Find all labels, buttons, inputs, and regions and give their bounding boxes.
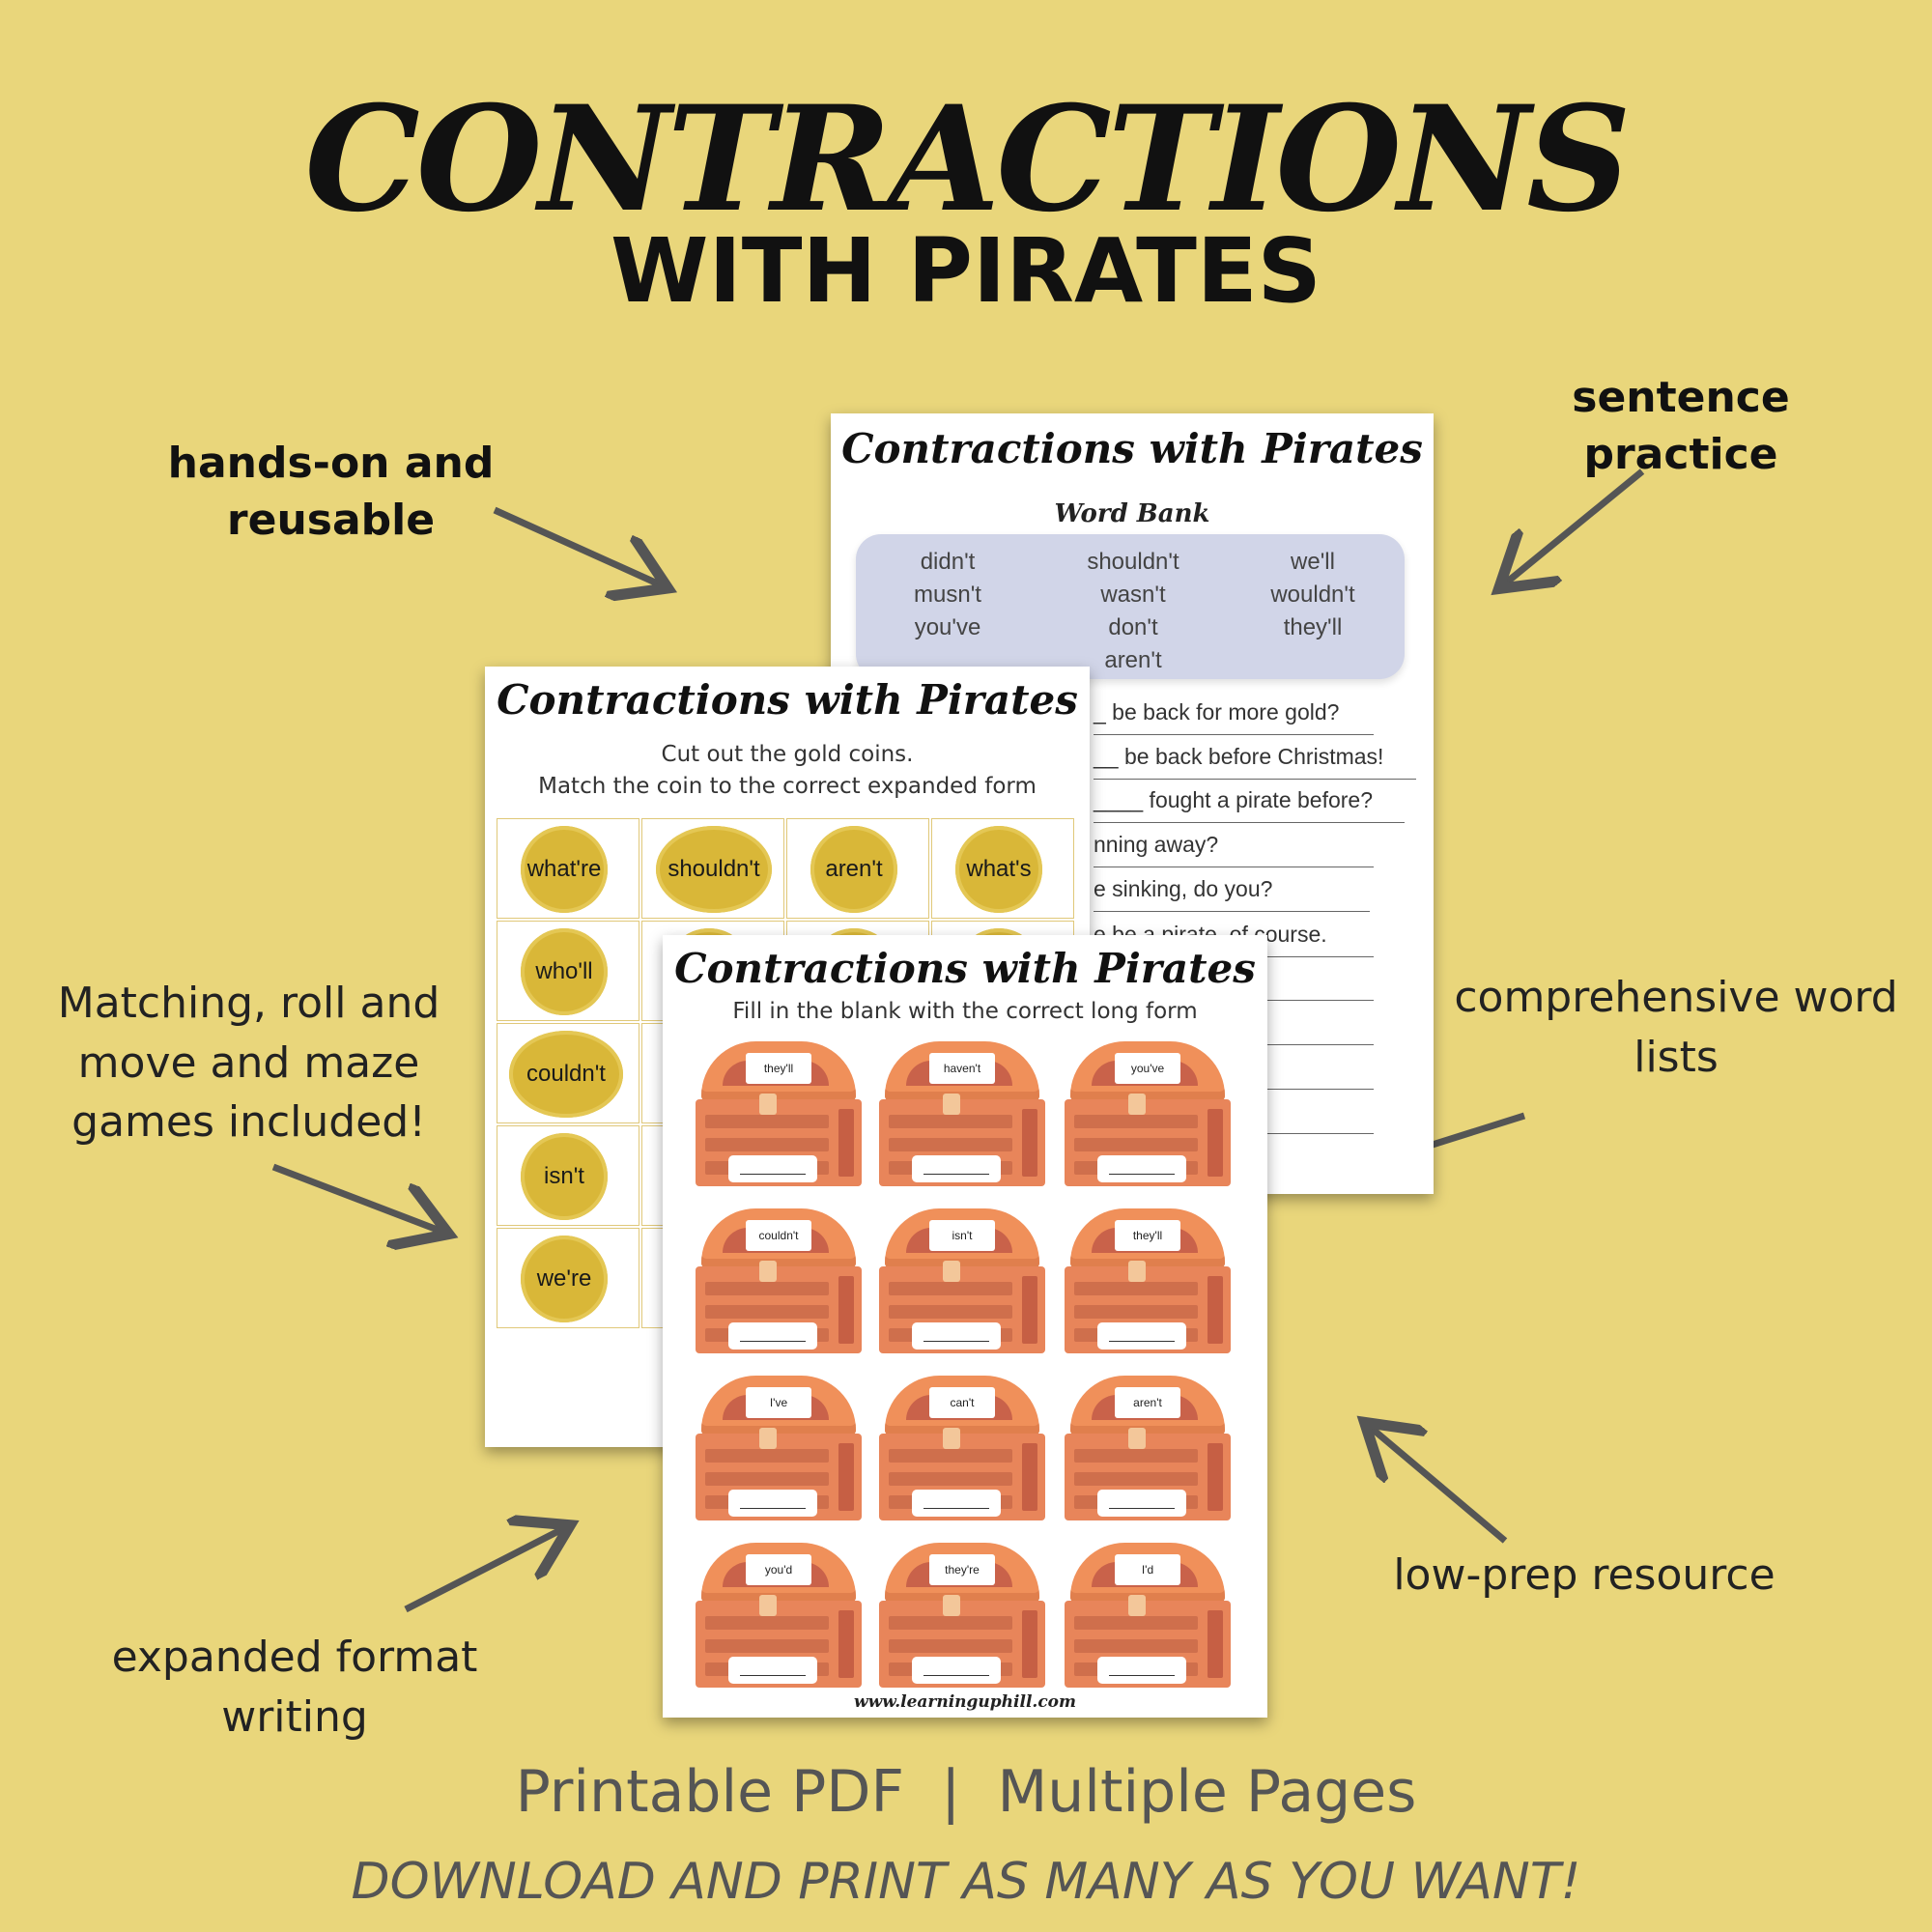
sentence-line: __ be back before Christmas! [1094, 744, 1416, 780]
chest-label: I'd [1115, 1554, 1180, 1585]
answer-blank [728, 1490, 817, 1517]
treasure-chest-icon: couldn't [696, 1208, 862, 1353]
word-bank-item: wasn't [1100, 582, 1166, 608]
callout-sentence-practice: sentence practice [1572, 373, 1790, 480]
coin-card: aren't [786, 818, 929, 919]
word-bank-title: Word Bank [1054, 499, 1210, 528]
treasure-chest-icon: they'll [1065, 1208, 1231, 1353]
sentence-line: e sinking, do you? [1094, 876, 1370, 912]
chest-label: I've [746, 1387, 811, 1418]
sentence-line: nning away? [1094, 832, 1374, 867]
chest-label: aren't [1115, 1387, 1180, 1418]
coin-card: what're [497, 818, 639, 919]
answer-blank [1097, 1322, 1186, 1350]
sheet-title: Contractions with Pirates [841, 425, 1423, 472]
word-bank-column: didn't musn't you've [856, 546, 1039, 644]
chest-label: couldn't [746, 1220, 811, 1251]
callout-matching: Matching, roll and move and maze games i… [57, 979, 440, 1148]
answer-blank [912, 1490, 1001, 1517]
treasure-chest-icon: you've [1065, 1041, 1231, 1186]
treasure-chest-icon: isn't [879, 1208, 1045, 1353]
arrow-icon [493, 506, 662, 585]
word-bank-item: you've [914, 614, 981, 640]
gold-coin-icon: couldn't [509, 1031, 623, 1118]
chest-label: can't [929, 1387, 995, 1418]
chest-label: haven't [929, 1053, 995, 1084]
sentence-line: ____ fought a pirate before? [1094, 787, 1405, 823]
word-bank-item: don't [1108, 614, 1158, 640]
arrow-icon [404, 1528, 564, 1613]
word-bank-item: wouldn't [1270, 582, 1355, 608]
word-bank-item: musn't [914, 582, 981, 608]
coin-card: we're [497, 1228, 639, 1328]
chest-label: they're [929, 1554, 995, 1585]
chest-label: you've [1115, 1053, 1180, 1084]
word-bank-item: we'll [1291, 549, 1335, 575]
treasure-chest-icon: I've [696, 1376, 862, 1520]
treasure-chest-icon: aren't [1065, 1376, 1231, 1520]
callout-comprehensive: comprehensive word lists [1454, 973, 1898, 1082]
website-url: www.learninguphill.com [854, 1692, 1076, 1712]
word-bank-item: they'll [1283, 614, 1343, 640]
sentence-line: _ be back for more gold? [1094, 699, 1374, 735]
callout-hands-on: hands-on and reusable [167, 439, 495, 546]
word-bank-item: shouldn't [1087, 549, 1179, 575]
word-bank-column: shouldn't wasn't don't aren't [1041, 546, 1225, 677]
callout-expanded: expanded format writing [111, 1633, 478, 1742]
arrow-icon [1504, 469, 1645, 584]
answer-blank [728, 1155, 817, 1182]
answer-blank [728, 1657, 817, 1684]
main-subtitle: WITH PIRATES [611, 219, 1321, 323]
answer-blank [728, 1322, 817, 1350]
instruction-line: Fill in the blank with the correct long … [732, 999, 1198, 1024]
instruction-line: Match the coin to the correct expanded f… [538, 774, 1037, 799]
treasure-chest-icon: I'd [1065, 1543, 1231, 1688]
gold-coin-icon: aren't [810, 826, 897, 913]
answer-blank [912, 1657, 1001, 1684]
gold-coin-icon: shouldn't [656, 826, 772, 913]
answer-blank [1097, 1657, 1186, 1684]
footer-tagline: DOWNLOAD AND PRINT AS MANY AS YOU WANT! [351, 1853, 1581, 1911]
word-bank-item: aren't [1104, 647, 1162, 673]
sheet-title: Contractions with Pirates [674, 945, 1256, 992]
word-bank: didn't musn't you've shouldn't wasn't do… [856, 534, 1405, 679]
gold-coin-icon: we're [521, 1236, 608, 1322]
gold-coin-icon: who'll [521, 928, 608, 1015]
answer-blank [1097, 1155, 1186, 1182]
chest-label: you'd [746, 1554, 811, 1585]
coin-card: shouldn't [641, 818, 784, 919]
chest-label: isn't [929, 1220, 995, 1251]
gold-coin-icon: what's [955, 826, 1042, 913]
main-title: CONTRACTIONS [304, 74, 1631, 244]
chest-label: they'll [746, 1053, 811, 1084]
word-bank-item: didn't [920, 549, 976, 575]
footer-format: Printable PDF | Multiple Pages [515, 1758, 1417, 1826]
gold-coin-icon: isn't [521, 1133, 608, 1220]
treasure-chest-icon: you'd [696, 1543, 862, 1688]
coin-card: couldn't [497, 1023, 639, 1123]
gold-coin-icon: what're [521, 826, 608, 913]
treasure-chest-icon: they're [879, 1543, 1045, 1688]
word-bank-column: we'll wouldn't they'll [1221, 546, 1405, 644]
treasure-chest-icon: can't [879, 1376, 1045, 1520]
treasure-chest-icon: haven't [879, 1041, 1045, 1186]
arrow-icon [1370, 1427, 1508, 1544]
sheet-treasure-chests: Contractions with Pirates Fill in the bl… [663, 935, 1267, 1718]
treasure-chest-icon: they'll [696, 1041, 862, 1186]
coin-card: isn't [497, 1125, 639, 1226]
answer-blank [912, 1155, 1001, 1182]
coin-card: what's [931, 818, 1074, 919]
sheet-title: Contractions with Pirates [497, 676, 1078, 724]
answer-blank [1097, 1490, 1186, 1517]
chest-label: they'll [1115, 1220, 1180, 1251]
callout-low-prep: low-prep resource [1393, 1550, 1776, 1600]
coin-card: who'll [497, 921, 639, 1021]
arrow-icon [271, 1163, 442, 1232]
answer-blank [912, 1322, 1001, 1350]
instruction-line: Cut out the gold coins. [661, 742, 914, 767]
